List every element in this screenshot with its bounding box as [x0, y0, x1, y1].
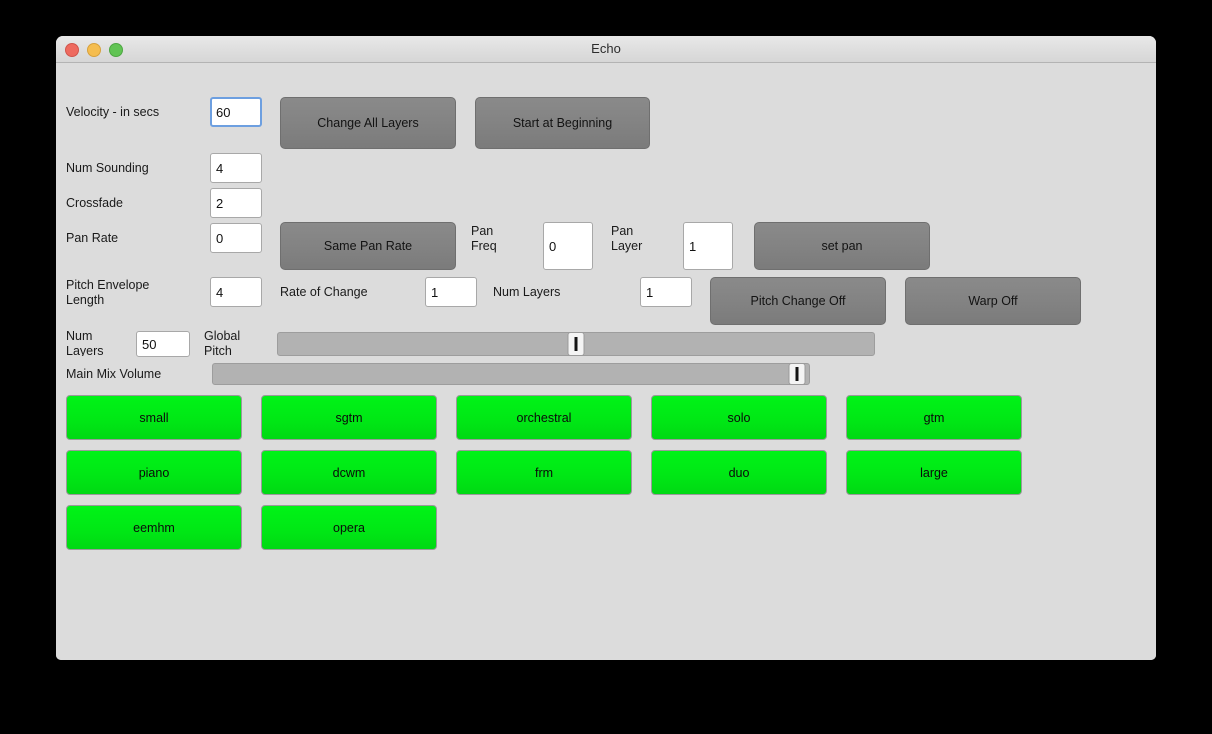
set-pan-button[interactable]: set pan [754, 222, 930, 270]
pitch-envelope-length-input[interactable]: 4 [210, 277, 262, 307]
main-mix-volume-label: Main Mix Volume [66, 367, 162, 381]
crossfade-label: Crossfade [66, 196, 123, 210]
pan-freq-input[interactable]: 0 [543, 222, 593, 270]
global-pitch-slider-thumb[interactable] [567, 332, 585, 356]
pan-rate-input[interactable]: 0 [210, 223, 262, 253]
num-layers-bottom-label: Num Layers [66, 329, 104, 356]
preset-button-small[interactable]: small [66, 395, 242, 440]
pitch-envelope-length-label: Pitch Envelope Length [66, 278, 150, 307]
crossfade-input[interactable]: 2 [210, 188, 262, 218]
preset-button-orchestral[interactable]: orchestral [456, 395, 632, 440]
zoom-button[interactable] [109, 43, 123, 57]
pan-rate-label: Pan Rate [66, 231, 119, 245]
close-button[interactable] [65, 43, 79, 57]
num-layers-input[interactable]: 1 [640, 277, 692, 307]
rate-of-change-label: Rate of Change [280, 285, 368, 299]
main-mix-volume-slider-thumb[interactable] [788, 363, 806, 385]
preset-button-opera[interactable]: opera [261, 505, 437, 550]
pitch-change-off-button[interactable]: Pitch Change Off [710, 277, 886, 325]
global-pitch-slider[interactable] [277, 332, 875, 356]
main-mix-volume-slider[interactable] [212, 363, 810, 385]
change-all-layers-button[interactable]: Change All Layers [280, 97, 456, 149]
num-sounding-input[interactable]: 4 [210, 153, 262, 183]
app-window: Echo Velocity - in secs 60 Change All La… [56, 36, 1156, 660]
pan-freq-label: Pan Freq [471, 224, 497, 253]
global-pitch-label: Global Pitch [204, 329, 241, 358]
num-layers-label: Num Layers [493, 285, 561, 299]
warp-off-button[interactable]: Warp Off [905, 277, 1081, 325]
window-controls [65, 43, 123, 57]
main-content: Velocity - in secs 60 Change All Layers … [56, 63, 1156, 660]
preset-button-gtm[interactable]: gtm [846, 395, 1022, 440]
preset-button-solo[interactable]: solo [651, 395, 827, 440]
preset-button-frm[interactable]: frm [456, 450, 632, 495]
preset-button-dcwm[interactable]: dcwm [261, 450, 437, 495]
minimize-button[interactable] [87, 43, 101, 57]
preset-button-piano[interactable]: piano [66, 450, 242, 495]
preset-button-large[interactable]: large [846, 450, 1022, 495]
velocity-label: Velocity - in secs [66, 105, 160, 119]
velocity-input[interactable]: 60 [210, 97, 262, 127]
same-pan-rate-button[interactable]: Same Pan Rate [280, 222, 456, 270]
preset-button-sgtm[interactable]: sgtm [261, 395, 437, 440]
num-layers-bottom-input[interactable]: 50 [136, 331, 190, 357]
preset-button-eemhm[interactable]: eemhm [66, 505, 242, 550]
pan-layer-input[interactable]: 1 [683, 222, 733, 270]
preset-button-duo[interactable]: duo [651, 450, 827, 495]
title-bar[interactable]: Echo [56, 36, 1156, 63]
start-at-beginning-button[interactable]: Start at Beginning [475, 97, 650, 149]
rate-of-change-input[interactable]: 1 [425, 277, 477, 307]
window-title: Echo [591, 41, 621, 56]
pan-layer-label: Pan Layer [611, 224, 643, 253]
num-sounding-label: Num Sounding [66, 161, 149, 175]
